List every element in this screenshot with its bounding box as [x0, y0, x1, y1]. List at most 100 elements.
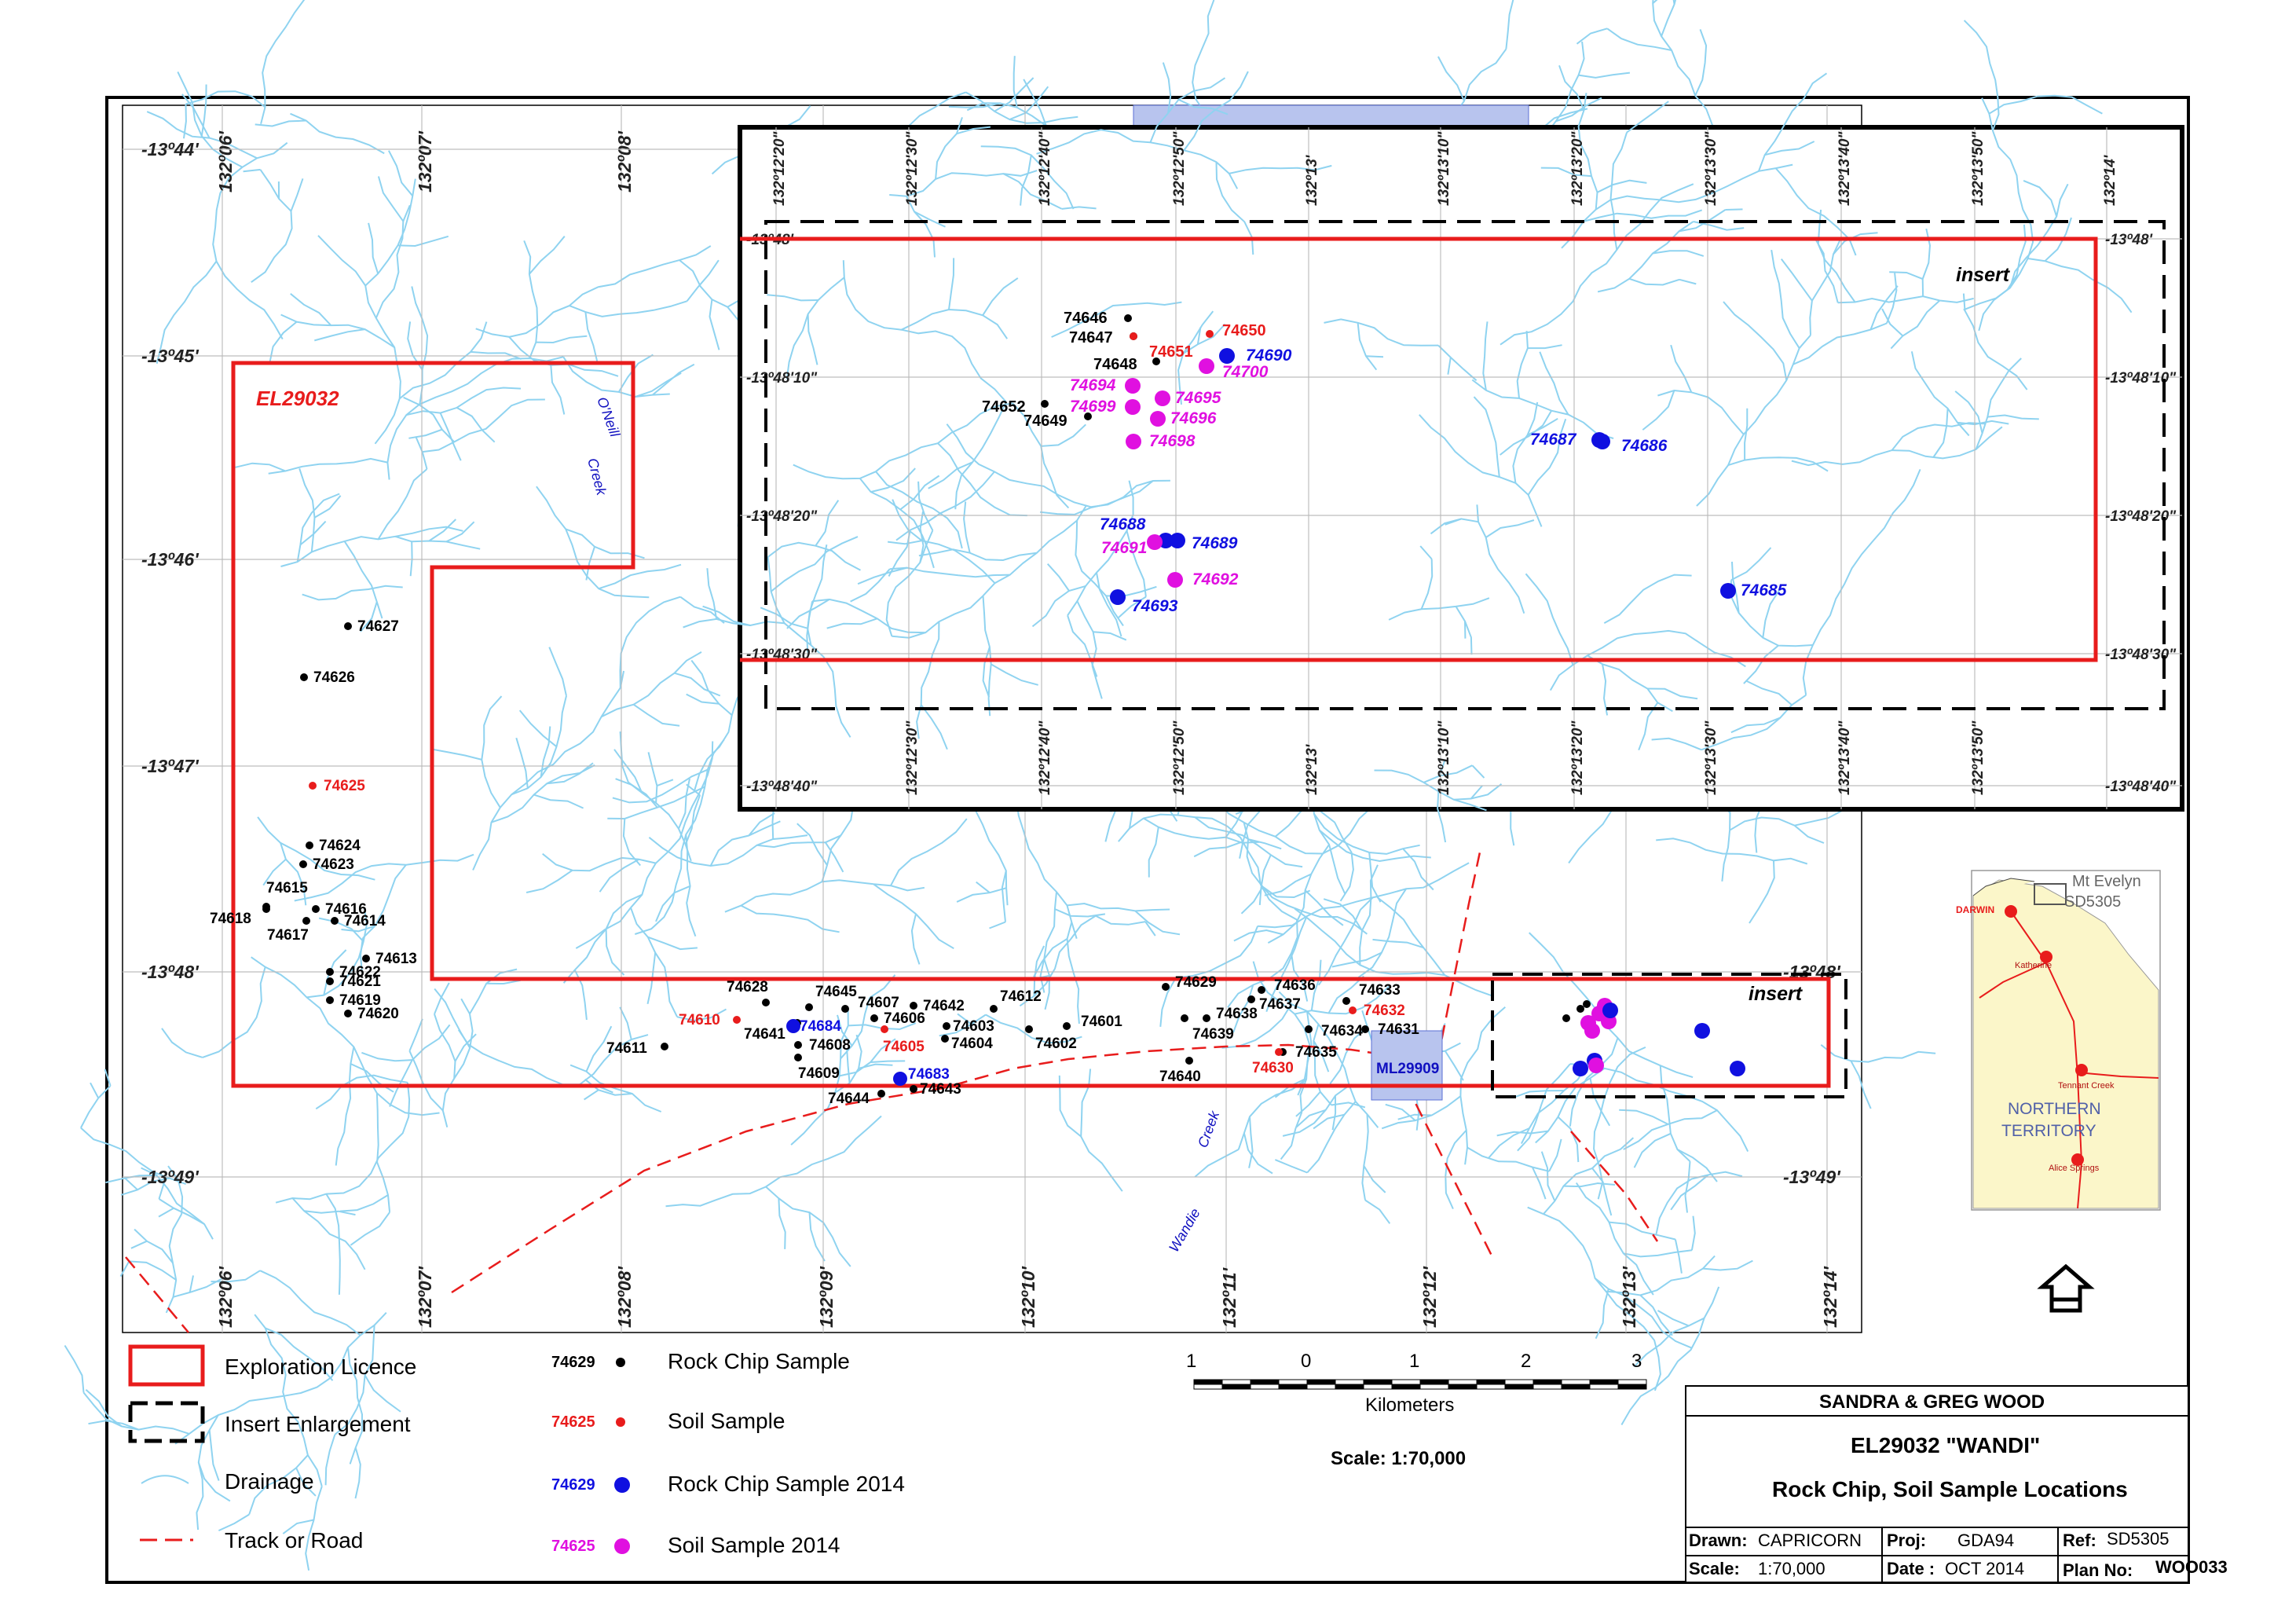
sample-marker-74633[interactable]: [1342, 997, 1350, 1005]
drainage-stream: [262, 858, 287, 886]
sample-marker-74684[interactable]: [786, 1019, 800, 1033]
drainage-stream: [1527, 1206, 1661, 1391]
sample-marker-74626[interactable]: [300, 673, 308, 681]
drainage-stream: [260, 0, 306, 125]
sample-marker-74645[interactable]: [805, 1003, 813, 1011]
sample-marker-74629[interactable]: [1162, 983, 1170, 991]
sample-marker-74692[interactable]: [1167, 572, 1183, 588]
sample-marker-74618[interactable]: [262, 905, 270, 913]
drainage-stream: [702, 605, 751, 626]
sample-marker-74651[interactable]: [1130, 332, 1137, 340]
drainage-stream: [808, 1212, 826, 1262]
sample-marker-74603[interactable]: [943, 1022, 950, 1030]
sample-marker-74604[interactable]: [941, 1035, 949, 1043]
drainage-stream: [652, 363, 695, 396]
sample-marker-74623[interactable]: [299, 860, 307, 868]
sample-marker-74644[interactable]: [877, 1090, 885, 1098]
legend-rock-text: Rock Chip Sample: [668, 1349, 850, 1373]
sample-marker-74685[interactable]: [1720, 583, 1736, 599]
sample-marker-74627[interactable]: [344, 622, 352, 630]
scale-segment-bottom: [1391, 1384, 1421, 1390]
sample-marker-74643[interactable]: [910, 1085, 917, 1093]
title-block: SANDRA & GREG WOOD EL29032 "WANDI" Rock …: [1685, 1385, 2228, 1583]
sample-marker-74616[interactable]: [312, 905, 320, 913]
sample-marker-74624[interactable]: [306, 841, 313, 849]
sample-marker-74625[interactable]: [309, 782, 317, 790]
drainage-stream: [1033, 938, 1068, 977]
sample-marker-74695[interactable]: [1155, 390, 1170, 406]
sample-marker-74632[interactable]: [1349, 1006, 1357, 1014]
sample-marker-74607[interactable]: [841, 1005, 849, 1013]
sample-label-74604: 74604: [951, 1036, 993, 1052]
sample-marker-74620[interactable]: [344, 1010, 352, 1017]
sample-marker-74611[interactable]: [661, 1043, 668, 1050]
sample-marker-74700[interactable]: [1199, 358, 1214, 374]
drainage-stream: [1679, 278, 1697, 285]
sample-marker-74649[interactable]: [1084, 412, 1092, 420]
sample-marker-74605[interactable]: [881, 1025, 888, 1033]
proj-value: GDA94: [1957, 1531, 2014, 1550]
sample-marker-74693[interactable]: [1110, 589, 1126, 605]
sample-marker-74648[interactable]: [1152, 357, 1160, 365]
sample-marker-74696[interactable]: [1150, 411, 1166, 427]
sample-marker-74694[interactable]: [1125, 378, 1141, 394]
scale-segment-top: [1561, 1379, 1591, 1385]
sample-marker-74612[interactable]: [990, 1005, 998, 1013]
exploration-licence-boundary[interactable]: [231, 361, 1831, 1088]
drainage-stream: [1633, 1317, 1705, 1368]
drainage-stream: [982, 596, 992, 717]
drainage-stream: [1652, 250, 1705, 257]
sample-marker-74642[interactable]: [910, 1002, 917, 1010]
sample-marker-74646[interactable]: [1124, 314, 1132, 322]
proj-label: Proj:: [1887, 1531, 1926, 1550]
drainage-stream: [1095, 915, 1146, 926]
sample-marker-74613[interactable]: [362, 955, 370, 962]
sample-marker-74628[interactable]: [762, 999, 770, 1006]
sample-marker-74622[interactable]: [326, 968, 334, 976]
sample-marker-74698[interactable]: [1126, 434, 1141, 449]
drainage-stream: [1323, 898, 1363, 931]
sample-marker-74640[interactable]: [1185, 1057, 1193, 1065]
drainage-stream: [584, 1089, 599, 1101]
sample-marker-74606[interactable]: [870, 1014, 878, 1022]
drainage-stream: [1723, 301, 1788, 381]
sample-marker-74631[interactable]: [1361, 1025, 1369, 1033]
drainage-stream: [1655, 1171, 1743, 1236]
sample-marker-74638[interactable]: [1203, 1014, 1210, 1022]
sample-marker-74609[interactable]: [794, 1054, 802, 1061]
sample-marker-74689[interactable]: [1170, 533, 1185, 548]
sample-marker-74614[interactable]: [331, 917, 339, 925]
drainage-stream: [1593, 1046, 1646, 1200]
drainage-stream: [1182, 323, 1226, 354]
sample-marker-74601[interactable]: [1063, 1022, 1071, 1030]
sample-marker-74637[interactable]: [1247, 995, 1255, 1003]
drainage-stream: [785, 277, 845, 379]
sample-marker-74690[interactable]: [1219, 348, 1235, 364]
scale-tick-2: 2: [1521, 1351, 1531, 1372]
sample-marker-74619[interactable]: [326, 996, 334, 1004]
sample-marker-74652[interactable]: [1041, 400, 1049, 408]
sample-marker-74636[interactable]: [1258, 986, 1265, 994]
sample-marker-74608[interactable]: [794, 1041, 802, 1049]
drainage-stream: [796, 823, 828, 866]
sample-marker-74650[interactable]: [1206, 330, 1214, 338]
sample-marker-74699[interactable]: [1125, 399, 1141, 415]
sample-marker-74610[interactable]: [733, 1016, 741, 1024]
sample-marker-74683[interactable]: [893, 1072, 907, 1086]
sample-marker-74691[interactable]: [1147, 534, 1163, 550]
drainage-stream: [173, 1278, 222, 1298]
sample-marker-74621[interactable]: [326, 977, 334, 985]
drainage-stream: [1762, 588, 1781, 638]
drainage-stream: [935, 116, 963, 179]
sample-marker-74686[interactable]: [1595, 434, 1610, 449]
sample-marker-74630[interactable]: [1275, 1048, 1283, 1056]
sample-marker-74602[interactable]: [1025, 1025, 1033, 1033]
sample-label-74607: 74607: [858, 995, 899, 1011]
lat-label-left: -13º48': [141, 962, 200, 982]
drainage-stream: [1357, 322, 1378, 371]
drainage-stream: [1561, 163, 1793, 249]
sample-marker-74634[interactable]: [1305, 1025, 1313, 1033]
sample-marker-74617[interactable]: [302, 917, 310, 925]
sample-marker-74639[interactable]: [1181, 1014, 1188, 1022]
